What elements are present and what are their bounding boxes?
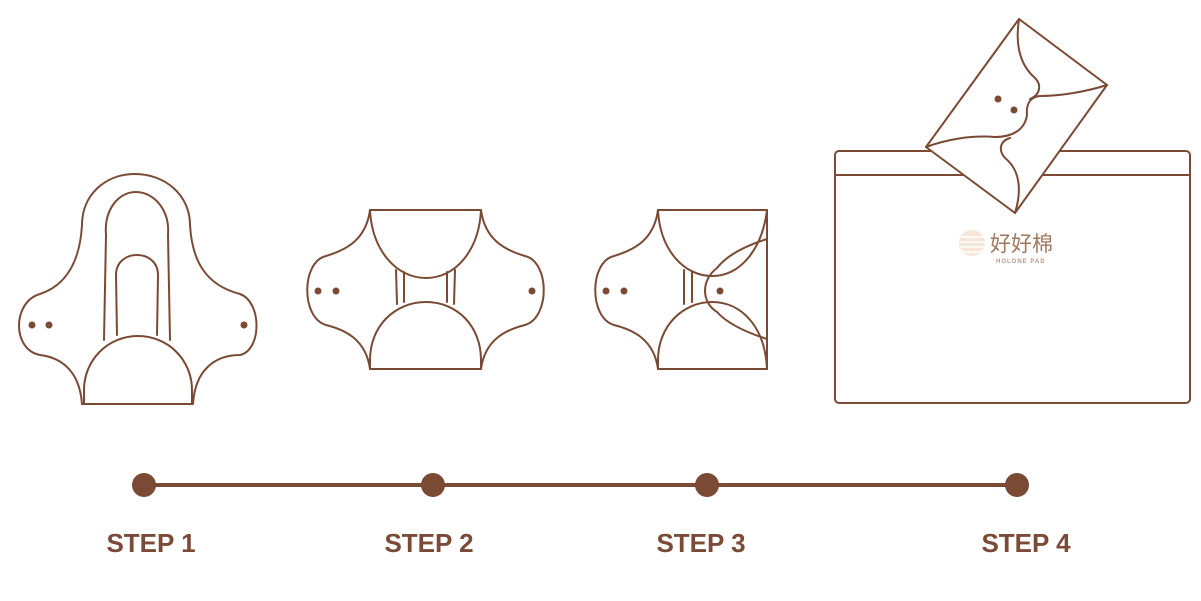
step2-marker (421, 473, 445, 497)
adhesive-dot (528, 287, 536, 295)
step4-label: STEP 4 (981, 528, 1071, 558)
logo-chinese-text: 好好棉 (990, 232, 1053, 256)
pad-outline (18, 173, 258, 405)
pad-outline (306, 209, 545, 370)
channel-line (395, 269, 398, 305)
fold-curve (999, 137, 1020, 214)
adhesive-dot (314, 287, 322, 295)
channel-line (453, 269, 456, 305)
folded-wing (704, 238, 768, 340)
adhesive-dot (28, 321, 36, 329)
step4-marker (1005, 473, 1029, 497)
top-flap (369, 209, 482, 279)
pad-bottom-flap (83, 335, 193, 405)
adhesive-dot (1010, 106, 1018, 114)
adhesive-dot (620, 287, 628, 295)
step1-label: STEP 1 (106, 528, 196, 558)
adhesive-dot (45, 321, 53, 329)
bottom-flap (657, 301, 768, 370)
top-flap (657, 209, 768, 277)
step2-folded-pad (306, 209, 545, 370)
adhesive-dot (332, 287, 340, 295)
step2-label: STEP 2 (384, 528, 474, 558)
folded-pad-outline (925, 18, 1108, 214)
adhesive-dot (994, 95, 1002, 103)
pad-outline (594, 209, 768, 370)
fold-curve (1016, 18, 1041, 100)
step3-folded-pad (594, 209, 768, 370)
step1-unfolded-pad (18, 173, 258, 405)
adhesive-dot (602, 287, 610, 295)
fold-curve (925, 84, 1108, 148)
adhesive-dot (240, 321, 248, 329)
step3-label: STEP 3 (656, 528, 746, 558)
step3-marker (695, 473, 719, 497)
pad-core (115, 254, 159, 336)
step1-marker (132, 473, 156, 497)
adhesive-dot (716, 287, 724, 295)
step4-pouch: 好好棉 HOLONE PAD (834, 18, 1191, 404)
logo-english-text: HOLONE PAD (996, 259, 1046, 265)
folded-pad-inserting (925, 18, 1108, 214)
pad-inner-channel (103, 191, 171, 341)
step-timeline (132, 473, 1029, 497)
bottom-flap (369, 301, 482, 370)
brand-logo: 好好棉 HOLONE PAD (959, 230, 1053, 265)
logo-mark-icon (959, 230, 986, 256)
